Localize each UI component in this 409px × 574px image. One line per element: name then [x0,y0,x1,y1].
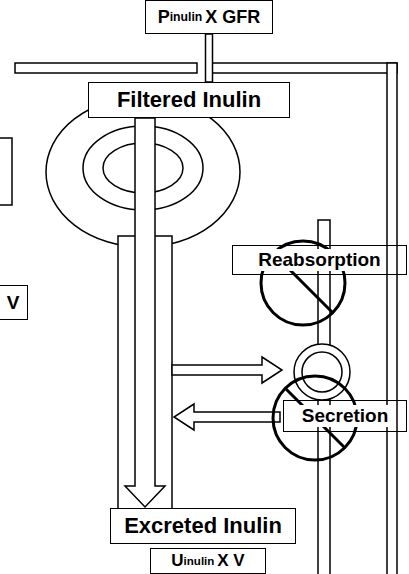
vessel-ring [294,344,350,400]
process-box: Excreted Inulin [110,508,296,544]
process-box: Filtered Inulin [88,82,290,118]
pipe [207,63,397,73]
node-label: X V [217,551,244,571]
node-label: Filtered Inulin [117,87,261,113]
node-label: Secretion [300,405,391,427]
process-box: Reabsorption [232,245,407,275]
transport-arrow [174,404,280,430]
node-label: inulin [170,10,203,24]
node-label: P [158,7,170,28]
pipe [15,63,197,73]
formula-box: UinulinX V [150,548,266,574]
vessel-ring [302,352,342,392]
pipe-connector [206,34,213,82]
formula-box: PinulinX GFR [145,0,273,34]
node-label: Excreted Inulin [124,513,282,539]
node-label: X GFR [205,7,260,28]
cut-box: V [0,285,28,320]
cut-box [0,138,12,205]
process-box: Secretion [283,400,407,432]
node-label: U [171,551,183,571]
node-label: Reabsorption [256,249,382,271]
transport-arrow [172,357,282,383]
node-label: V [7,292,20,314]
node-label: inulin [184,555,215,567]
flow-arrow [125,118,165,507]
pipe [387,63,397,574]
